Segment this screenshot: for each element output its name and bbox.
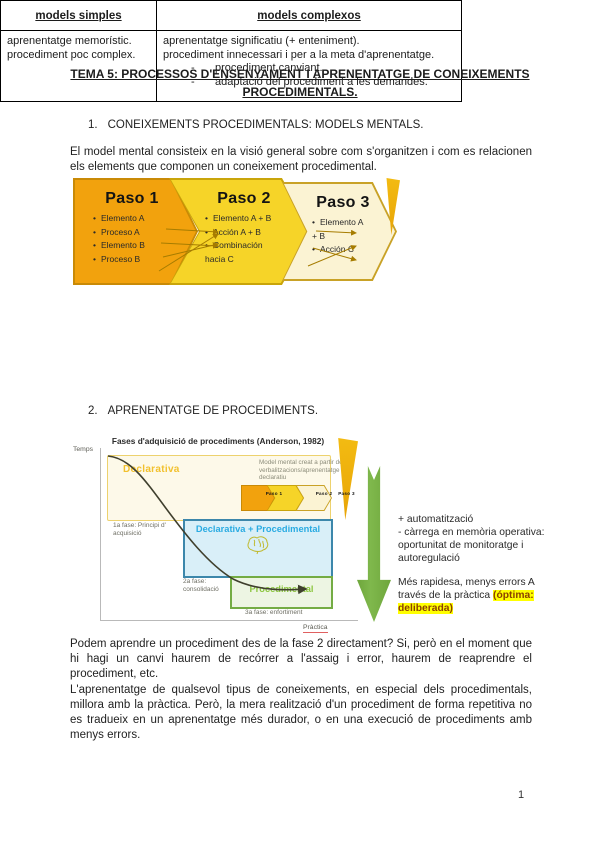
procedural-box-label: Procedimental bbox=[249, 584, 314, 594]
paso-3-items: Elemento A + B Acción C bbox=[312, 216, 372, 257]
annotation-sentence: Més rapidesa, menys errors A través de l… bbox=[398, 577, 535, 614]
paso-3-title: Paso 3 bbox=[316, 194, 370, 211]
body-paragraph-1: Podem aprendre un procediment des de la … bbox=[70, 638, 532, 681]
paso-step-2: Paso 2 Elemento A + B Acción A + B Combi… bbox=[169, 178, 312, 285]
page-title: TEMA 5: PROCESSOS D'ENSENYAMENT I APRENE… bbox=[70, 66, 530, 101]
paso-3-item: Acción C bbox=[312, 243, 372, 257]
mini-paso-3: Paso 3 bbox=[296, 485, 355, 511]
mini-paso-diagram: Paso 1 Paso 2 Paso 3 bbox=[241, 485, 355, 512]
complex-bullet: - adaptació del procediment a les demand… bbox=[191, 75, 428, 88]
simple-line: procediment poc complex. bbox=[7, 48, 136, 61]
brain-icon bbox=[247, 536, 269, 555]
intro-paragraph: El model mental consisteix en la visió g… bbox=[70, 146, 532, 174]
simple-line: aprenentatge memorístic. bbox=[7, 35, 132, 47]
paso-1-items: Elemento A Proceso A Elemento B Proceso … bbox=[93, 212, 198, 266]
paso-1-item: Elemento A bbox=[93, 212, 198, 226]
x-axis-label: Pràctica bbox=[303, 624, 328, 633]
simple-models-cell: aprenentatge memorístic. procediment poc… bbox=[0, 30, 157, 102]
section-2-heading: 2. APRENENTATGE DE PROCEDIMENTS. bbox=[88, 405, 318, 417]
annotation-block: + automatització - càrrega en memòria op… bbox=[398, 513, 550, 615]
table-header-simple: models simples bbox=[0, 0, 157, 31]
body-paragraphs: Podem aprendre un procediment des de la … bbox=[70, 637, 532, 743]
paso-1-item: Proceso A bbox=[93, 226, 198, 240]
paso-1-item: Elemento B bbox=[93, 239, 198, 253]
section-1-title: CONEIXEMENTS PROCEDIMENTALS: MODELS MENT… bbox=[107, 119, 424, 131]
y-axis-label: Temps bbox=[73, 446, 94, 453]
complex-line: procediment innecessari i per a la meta … bbox=[163, 48, 435, 61]
annotation-minus-line: - càrrega en memòria operativa: oportuni… bbox=[398, 527, 545, 564]
y-axis-line bbox=[100, 448, 101, 620]
paso-2-item: Elemento A + B bbox=[205, 212, 291, 226]
paso-2-item: Acción A + B bbox=[205, 226, 291, 240]
page-number: 1 bbox=[518, 789, 525, 801]
section-2-number: 2. bbox=[88, 405, 98, 417]
phase-2-label: 2a fase: consolidació bbox=[183, 578, 219, 593]
phase-3-label: 3a fase: enfortiment bbox=[245, 609, 303, 616]
paso-2-items: Elemento A + B Acción A + B Combinación … bbox=[205, 212, 291, 266]
paso-step-1: Paso 1 Elemento A Proceso A Elemento B P… bbox=[73, 178, 198, 285]
complex-models-cell: aprenentatge significatiu (+ enteniment)… bbox=[156, 30, 462, 102]
table-header-complex: models complexos bbox=[156, 0, 462, 31]
x-axis-line bbox=[100, 620, 358, 621]
annotation-plus-line: + automatització bbox=[398, 514, 474, 525]
paso-diagram: Paso 1 Elemento A Proceso A Elemento B P… bbox=[70, 178, 415, 290]
phase-1-label: 1a fase: Principi d' acquisició bbox=[113, 522, 166, 537]
table-body-row: aprenentatge memorístic. procediment poc… bbox=[0, 30, 462, 102]
paso-2-item: Combinación hacia C bbox=[205, 239, 275, 266]
complex-bullet: - procediment canviant. bbox=[191, 62, 323, 74]
paso-step-3: Paso 3 Elemento A + B Acción C bbox=[282, 182, 397, 281]
table-header-row: models simples models complexos bbox=[0, 0, 462, 31]
comparison-table: models simples models complexos aprenent… bbox=[0, 0, 462, 102]
paso-3-item: Elemento A + B bbox=[312, 216, 364, 243]
paso-1-title: Paso 1 bbox=[105, 190, 159, 207]
figure-acquisition-phases: Fases d'adquisició de procediments (Ande… bbox=[63, 433, 545, 638]
figure-title: Fases d'adquisició de procediments (Ande… bbox=[111, 436, 325, 446]
paso-2-title: Paso 2 bbox=[217, 190, 271, 207]
section-1-heading: 1. CONEIXEMENTS PROCEDIMENTALS: MODELS M… bbox=[88, 119, 423, 131]
body-paragraph-2: L'aprenentatge de qualsevol tipus de con… bbox=[70, 683, 532, 742]
complex-line: aprenentatge significatiu (+ enteniment)… bbox=[163, 35, 360, 47]
down-arrow-icon bbox=[357, 466, 391, 622]
declarative-box-label: Declarativa bbox=[123, 464, 180, 475]
mixed-box-label: Declarativa + Procedimental bbox=[195, 524, 321, 534]
connector-arrows bbox=[158, 228, 357, 272]
paso-1-item: Proceso B bbox=[93, 253, 198, 267]
page-title-line1: TEMA 5: PROCESSOS D'ENSENYAMENT I APRENE… bbox=[70, 67, 530, 81]
page-title-line2: PROCEDIMENTALS. bbox=[242, 84, 358, 99]
section-2-title: APRENENTATGE DE PROCEDIMENTS. bbox=[107, 405, 319, 417]
section-1-number: 1. bbox=[88, 119, 98, 131]
